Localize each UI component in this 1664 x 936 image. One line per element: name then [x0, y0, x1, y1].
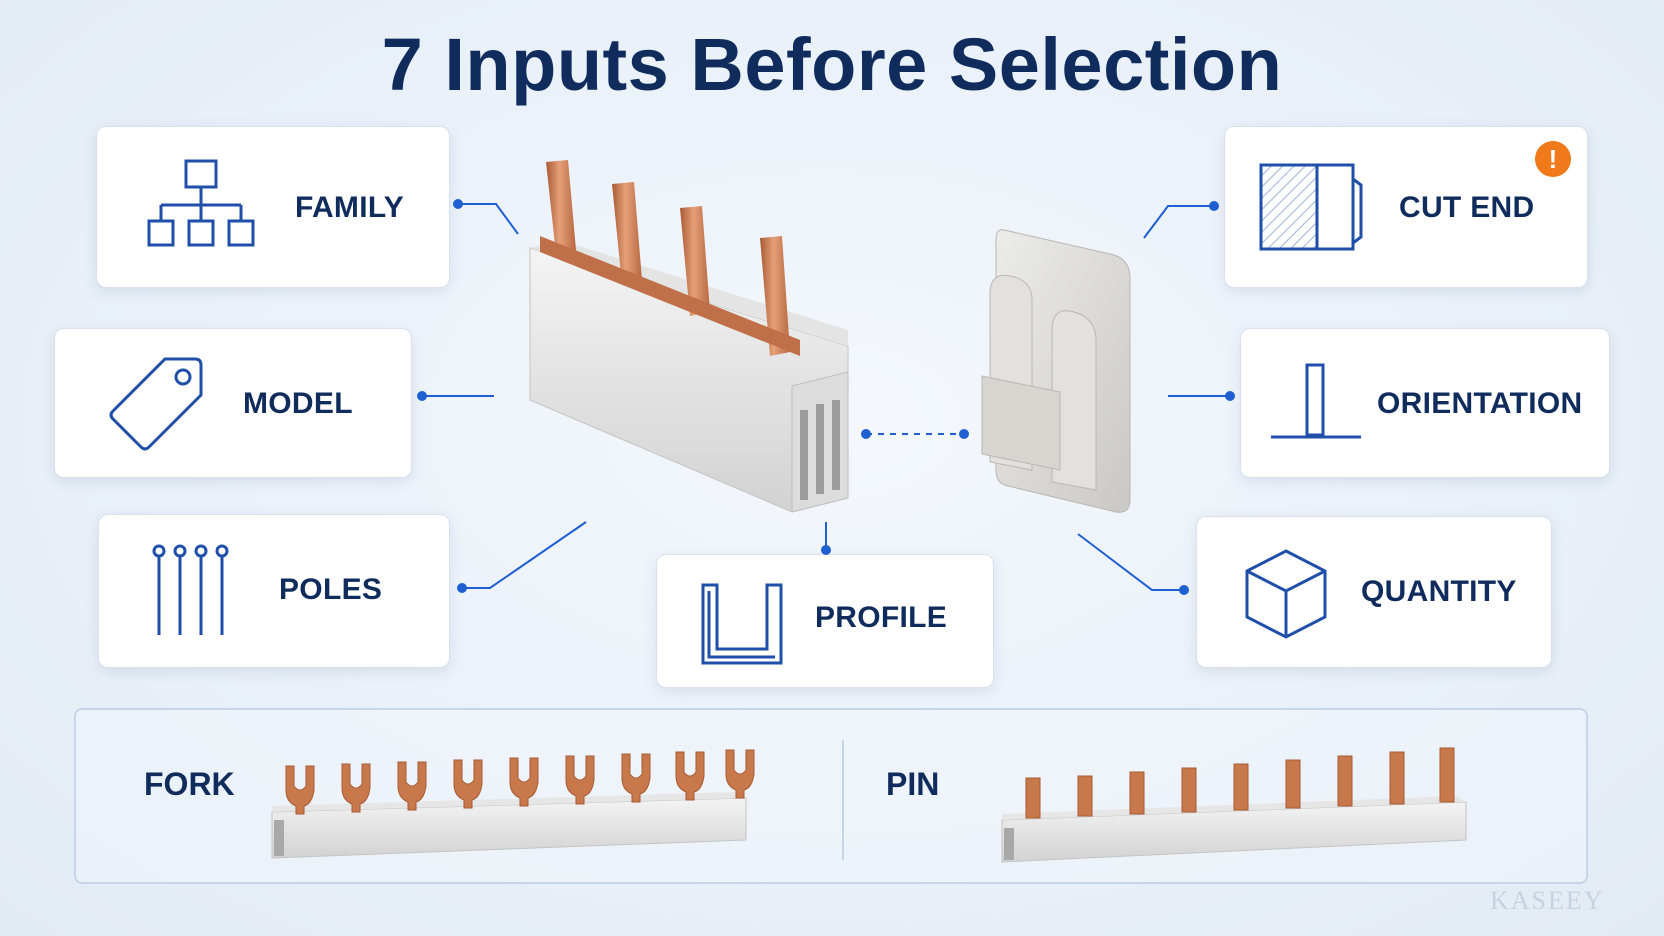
profile-label: PROFILE: [815, 601, 948, 634]
poles-label: POLES: [279, 573, 383, 606]
orientation-label: ORIENTATION: [1377, 387, 1583, 420]
cut-end-icon: [1259, 163, 1363, 251]
panel-divider: [842, 740, 844, 860]
connector-lines: [422, 203, 1230, 591]
kaseey-watermark: KASEEY: [1490, 886, 1605, 915]
model-label: MODEL: [243, 387, 353, 420]
cube-icon: [1245, 549, 1327, 639]
fork-busbar-image: [271, 749, 755, 859]
tag-icon: [109, 357, 203, 451]
fork-label: FORK: [144, 766, 235, 802]
orientation-card: ORIENTATION: [1240, 328, 1610, 478]
family-card: FAMILY: [96, 126, 450, 288]
orientation-icon: [1271, 363, 1361, 439]
poles-icon: [152, 544, 229, 635]
busbar-types-panel: FORK PIN: [74, 708, 1588, 884]
quantity-card: QUANTITY: [1196, 516, 1552, 668]
cut-end-card: CUT END !: [1224, 126, 1588, 288]
connector-dots: [417, 199, 1235, 595]
pin-label: PIN: [886, 766, 940, 802]
cut-end-label: CUT END: [1399, 191, 1535, 224]
pin-busbar-image: [1001, 747, 1467, 863]
quantity-label: QUANTITY: [1361, 575, 1517, 608]
profile-card: PROFILE: [656, 554, 994, 688]
hierarchy-icon: [147, 159, 255, 247]
pin-busbar-3d: [529, 160, 849, 513]
profile-icon: [701, 583, 783, 665]
alert-badge-icon: !: [1535, 141, 1571, 177]
family-label: FAMILY: [295, 191, 405, 224]
poles-card: POLES: [98, 514, 450, 668]
model-card: MODEL: [54, 328, 412, 478]
end-cap-3d: [981, 229, 1131, 513]
page-title: 7 Inputs Before Selection: [381, 23, 1283, 106]
